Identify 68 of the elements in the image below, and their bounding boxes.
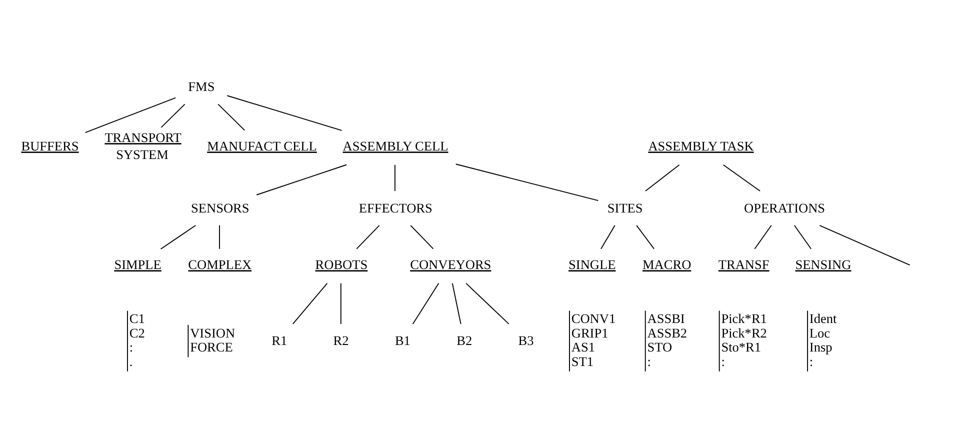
connector: [256, 164, 348, 196]
node-text: TRANSPORT SYSTEM: [104, 130, 182, 162]
connector: [292, 282, 328, 324]
connector: [645, 164, 680, 192]
node-label: FORCE: [190, 340, 233, 355]
node-text: B3: [518, 333, 534, 348]
node-text: MANUFACT CELL: [207, 138, 317, 154]
node-text: SENSING: [795, 257, 852, 272]
connector: [410, 224, 434, 250]
connector: [452, 282, 462, 324]
connector: [160, 104, 186, 128]
node-text: COMPLEX: [188, 257, 252, 272]
connector: [794, 224, 812, 250]
node-text: FMS: [188, 78, 215, 94]
node-text: B2: [456, 333, 472, 348]
node-label: ASSB2: [647, 325, 688, 340]
connector: [394, 164, 396, 192]
node-text: MACRO: [642, 257, 692, 272]
node-label: GRIP1: [571, 325, 608, 340]
connector: [600, 224, 616, 250]
node-text: ASSEMBLY CELL: [342, 138, 448, 154]
node-text: SITES: [607, 200, 643, 216]
node-label: :: [721, 354, 725, 369]
connector: [455, 164, 599, 202]
connector: [226, 95, 342, 131]
connector: [356, 224, 380, 250]
node-label: AS1: [571, 340, 595, 355]
node-text: OPERATIONS: [744, 200, 826, 216]
connector: [84, 97, 176, 133]
node-label: :: [809, 354, 814, 369]
node-label: CONV1: [571, 311, 616, 326]
connector: [754, 224, 772, 250]
connector: [218, 104, 246, 131]
node-label: Insp: [809, 340, 832, 355]
node-label: C1: [129, 311, 145, 326]
node-label: Sto*R1: [721, 340, 762, 355]
node-text: CONVEYORS: [410, 257, 492, 272]
connector: [466, 282, 510, 324]
node-text: TRANSF: [718, 257, 770, 272]
node-text: SENSORS: [191, 200, 250, 216]
node-text: R1: [272, 333, 288, 348]
node-text: R2: [333, 333, 349, 348]
connector: [160, 224, 196, 250]
node-label: ST1: [571, 354, 594, 369]
connector: [219, 224, 220, 250]
node-text: ASSEMBLY TASK: [648, 138, 754, 154]
node-label: Pick*R1: [721, 311, 767, 326]
connector: [412, 282, 440, 324]
node-label: Loc: [809, 325, 830, 340]
node-label: :: [647, 354, 651, 369]
node-label: STO: [647, 340, 672, 355]
connector: [819, 224, 910, 266]
connector: [636, 224, 654, 250]
connector: [340, 282, 342, 324]
node-label: ASSBI: [647, 311, 685, 326]
node-label: Pick*R2: [721, 325, 767, 340]
node-text: BUFFERS: [21, 138, 79, 154]
node-label: Ident: [809, 311, 837, 326]
node-label: C2: [129, 325, 145, 340]
node-text: B1: [394, 333, 410, 348]
node-label: .: [129, 354, 133, 369]
connector: [722, 164, 760, 192]
node-label: :: [129, 340, 134, 355]
node-text: EFFECTORS: [358, 200, 432, 216]
node-text: ROBOTS: [315, 257, 368, 272]
node-label: VISION: [190, 325, 236, 340]
node-text: SINGLE: [568, 257, 616, 272]
node-text: SIMPLE: [114, 257, 162, 272]
